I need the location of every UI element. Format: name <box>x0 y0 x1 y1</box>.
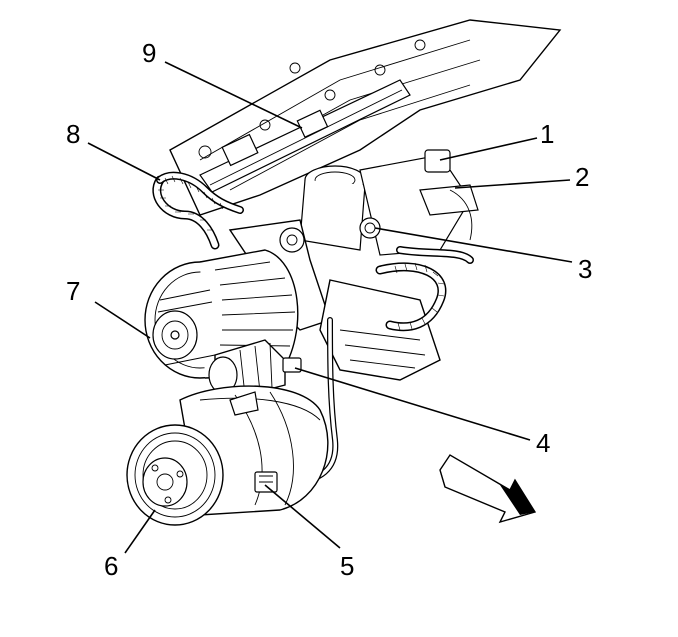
leader-lines <box>87 61 573 554</box>
compressor-connector <box>254 471 278 493</box>
wiring-harness-left <box>152 171 244 250</box>
callout-labels: 1 2 3 4 5 6 7 8 9 <box>66 38 592 581</box>
callout-4: 4 <box>536 428 550 458</box>
callout-6: 6 <box>104 551 118 581</box>
callout-8: 8 <box>66 119 80 149</box>
engine-block <box>228 219 441 381</box>
leader-line-5 <box>264 484 341 549</box>
sensor-cluster <box>419 149 479 241</box>
leader-line-9 <box>164 61 303 129</box>
leader-line-4 <box>294 367 531 441</box>
ac-compressor <box>126 385 329 526</box>
callout-3: 3 <box>578 254 592 284</box>
engine-illustration <box>126 19 562 526</box>
leader-line-2 <box>454 179 571 189</box>
callout-5: 5 <box>340 551 354 581</box>
generator <box>144 249 299 379</box>
callout-1: 1 <box>540 119 554 149</box>
starter-motor <box>208 339 302 399</box>
leader-line-1 <box>439 137 538 161</box>
callout-2: 2 <box>575 162 589 192</box>
leader-line-6 <box>124 509 156 554</box>
leader-line-3 <box>374 227 573 263</box>
fuel-rail <box>199 79 411 193</box>
vehicle-front-arrow <box>439 454 537 524</box>
leader-line-7 <box>94 301 151 339</box>
callout-9: 9 <box>142 38 156 68</box>
callout-7: 7 <box>66 276 80 306</box>
leader-line-8 <box>87 142 161 181</box>
